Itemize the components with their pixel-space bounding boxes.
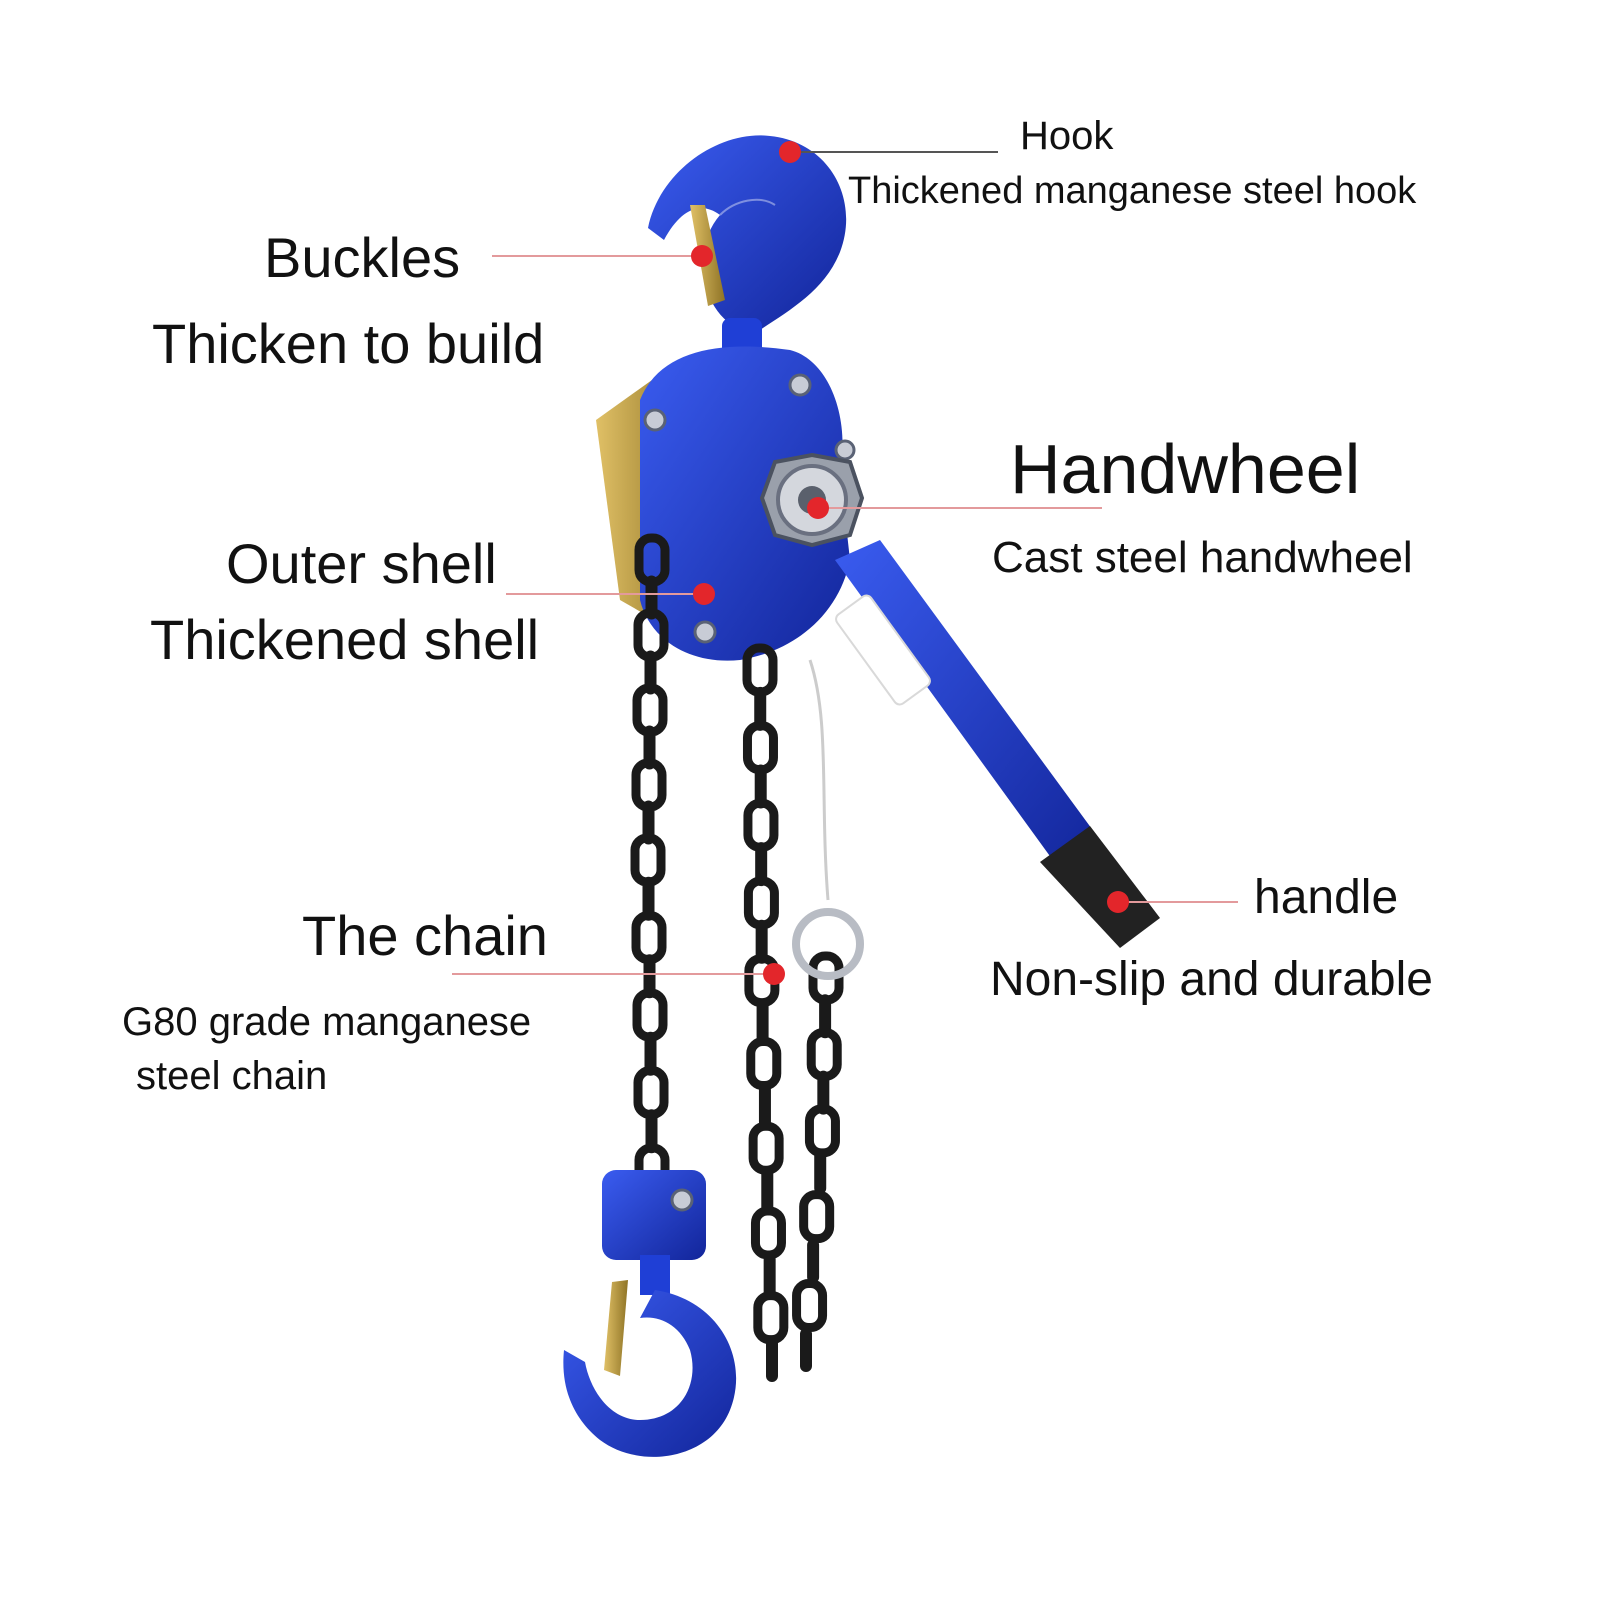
chain-link <box>743 876 779 930</box>
chain-link <box>817 1070 830 1115</box>
chain-link <box>632 988 668 1042</box>
chain-link <box>743 798 779 852</box>
outer-shell-red-dot-icon <box>693 583 715 605</box>
bottom-hook <box>563 1170 737 1457</box>
chain-left <box>630 533 670 1197</box>
hook-description: Thickened manganese steel hook <box>848 170 1417 212</box>
chain-description-line-1: G80 grade manganese <box>122 1000 532 1044</box>
chain-link <box>766 1338 778 1382</box>
chain-link <box>756 999 769 1044</box>
chain-label: The chain <box>302 904 548 967</box>
chain-link <box>643 954 656 999</box>
pull-ring <box>792 659 864 980</box>
chain-link <box>814 1150 827 1195</box>
buckles-red-dot-icon <box>691 245 713 267</box>
chain-link <box>633 1066 669 1119</box>
chain-description-line-2: steel chain <box>136 1054 328 1098</box>
chain-link <box>631 758 667 812</box>
chain-link <box>763 1253 776 1298</box>
hook-red-dot-icon <box>779 141 801 163</box>
chain-link <box>644 650 657 695</box>
lever-handle <box>835 540 1160 948</box>
handle-description: Non-slip and durable <box>990 953 1433 1006</box>
top-hook <box>648 135 847 358</box>
chain-link <box>742 721 778 775</box>
buckles-description: Thicken to build <box>152 312 545 375</box>
chain-link <box>645 1109 658 1154</box>
chain-link <box>748 1121 784 1175</box>
chain-link <box>632 683 668 737</box>
chain-link <box>643 725 656 770</box>
chain-link <box>642 876 655 921</box>
handwheel-description: Cast steel handwheel <box>992 533 1413 582</box>
chain-link <box>755 919 768 964</box>
chain-link <box>642 800 655 845</box>
chain-link <box>630 833 666 887</box>
chain-link <box>746 1037 782 1091</box>
hook-label: Hook <box>1020 114 1114 158</box>
chain-link <box>644 1031 657 1076</box>
chain-link <box>631 911 667 964</box>
chain-right <box>792 951 844 1372</box>
chain-link <box>807 1239 820 1284</box>
outer-shell-label: Outer shell <box>226 532 497 595</box>
chain-link <box>750 1206 786 1260</box>
chain-link <box>645 575 658 620</box>
outer-shell-description: Thickened shell <box>150 608 540 671</box>
chain-link <box>800 1328 812 1372</box>
chain-link <box>754 764 767 809</box>
chain-link <box>761 1168 774 1213</box>
chain-link <box>799 1190 835 1244</box>
chain-link <box>753 1291 789 1345</box>
marker-dots <box>691 141 1129 985</box>
chain-link <box>804 1104 840 1158</box>
handle-red-dot-icon <box>1107 891 1129 913</box>
chain-link <box>819 994 832 1039</box>
chain-link <box>754 686 767 731</box>
leader-lines <box>452 151 1238 975</box>
chain-red-dot-icon <box>763 963 785 985</box>
chain-link <box>755 842 768 887</box>
chain-middle <box>742 643 789 1382</box>
handwheel-label: Handwheel <box>1010 430 1361 508</box>
buckles-label: Buckles <box>264 226 461 289</box>
chain-link <box>758 1083 771 1128</box>
chain-link <box>806 1027 842 1081</box>
handle-label: handle <box>1254 871 1399 924</box>
chain-link <box>792 1279 828 1333</box>
handwheel-red-dot-icon <box>807 497 829 519</box>
